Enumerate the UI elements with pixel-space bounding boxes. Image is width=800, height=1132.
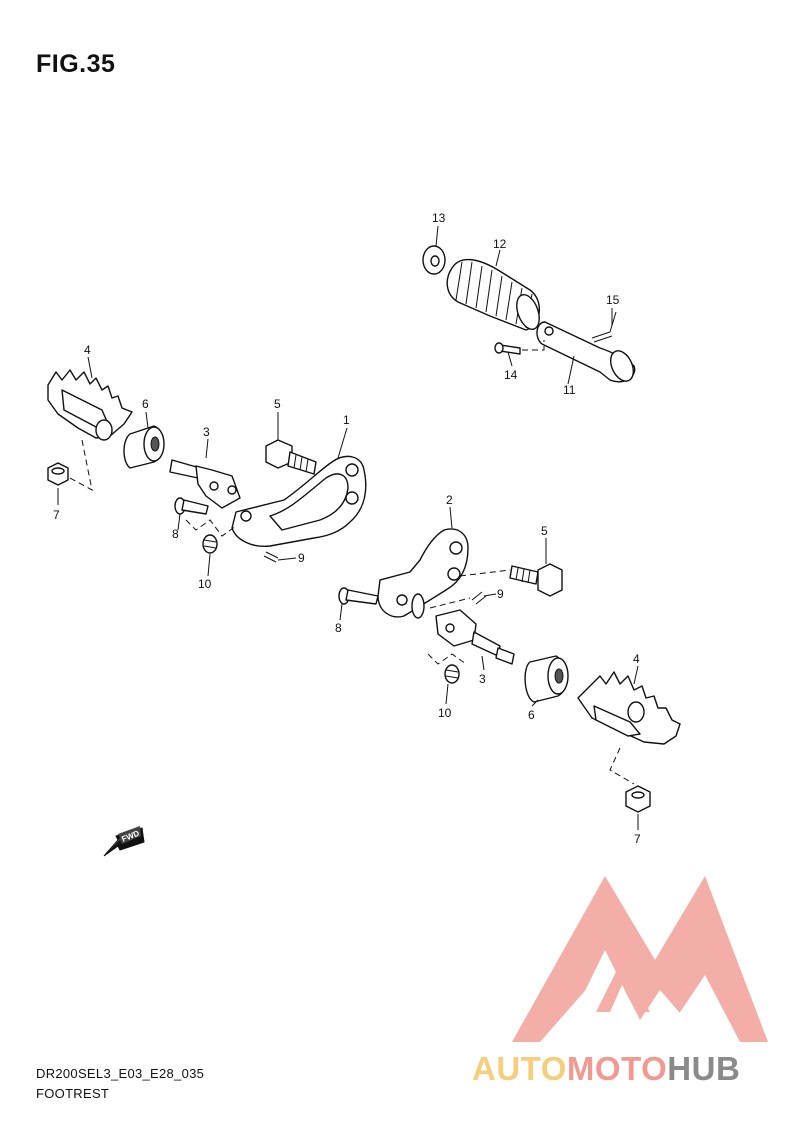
spring-10-right — [444, 664, 460, 684]
shaft-3-left — [169, 459, 241, 509]
label-12: 12 — [493, 237, 507, 251]
label-7-left: 7 — [53, 508, 60, 522]
bushing-6-right — [524, 655, 569, 703]
label-10-left: 10 — [198, 577, 212, 591]
label-3-right: 3 — [479, 672, 486, 686]
watermark-text: AUTOMOTOHUB — [472, 1050, 740, 1088]
label-1: 1 — [343, 413, 350, 427]
label-11: 11 — [563, 383, 576, 397]
label-15: 15 — [606, 293, 620, 307]
label-7-right: 7 — [634, 832, 641, 846]
fwd-arrow-icon: FWD — [103, 826, 145, 857]
rubber-grip-12 — [446, 258, 540, 331]
cotter-pin-9-right — [471, 591, 487, 605]
label-5-right: 5 — [541, 524, 548, 538]
washer-13 — [422, 245, 446, 275]
footrest-4-left — [47, 369, 133, 441]
footrest-peg-11 — [536, 321, 636, 383]
label-10-right: 10 — [438, 706, 452, 720]
bolt-8-right — [338, 587, 379, 605]
shaft-3-right — [435, 609, 515, 665]
footrest-4-right — [577, 671, 681, 745]
label-8-left: 8 — [172, 527, 179, 541]
diagram-code: DR200SEL3_E03_E28_035 — [36, 1066, 205, 1081]
bolt-5-left — [265, 439, 317, 475]
label-13: 13 — [432, 211, 446, 225]
label-14: 14 — [504, 368, 518, 382]
spring-10-left — [202, 534, 218, 554]
label-4-right: 4 — [633, 652, 640, 666]
label-8-right: 8 — [335, 621, 342, 635]
label-9-left: 9 — [298, 551, 305, 565]
label-5-left: 5 — [274, 397, 281, 411]
leader-lines — [57, 225, 639, 830]
bracket-2 — [377, 528, 469, 619]
label-4-left: 4 — [84, 343, 91, 357]
nut-7-left — [47, 462, 69, 486]
label-9-right: 9 — [497, 587, 504, 601]
figure-title: FIG.35 — [36, 50, 116, 78]
label-2: 2 — [446, 493, 453, 507]
cotter-pin-9-left — [263, 551, 279, 563]
watermark-logo — [512, 876, 768, 1042]
label-3-left: 3 — [203, 425, 210, 439]
bushing-6-left — [123, 425, 165, 469]
label-6-right: 6 — [528, 708, 535, 722]
watermark-moto: MOTO — [566, 1050, 668, 1087]
bolt-5-right — [509, 563, 563, 597]
label-6-left: 6 — [142, 397, 149, 411]
bolt-8-left — [174, 497, 209, 515]
cotter-pin-15 — [591, 311, 617, 343]
bracket-1 — [231, 455, 367, 547]
watermark-hub: HUB — [667, 1050, 741, 1087]
pin-14 — [494, 340, 545, 355]
section-name: FOOTREST — [36, 1086, 110, 1101]
nut-7-right — [625, 785, 651, 813]
watermark-auto: AUTO — [472, 1050, 567, 1087]
